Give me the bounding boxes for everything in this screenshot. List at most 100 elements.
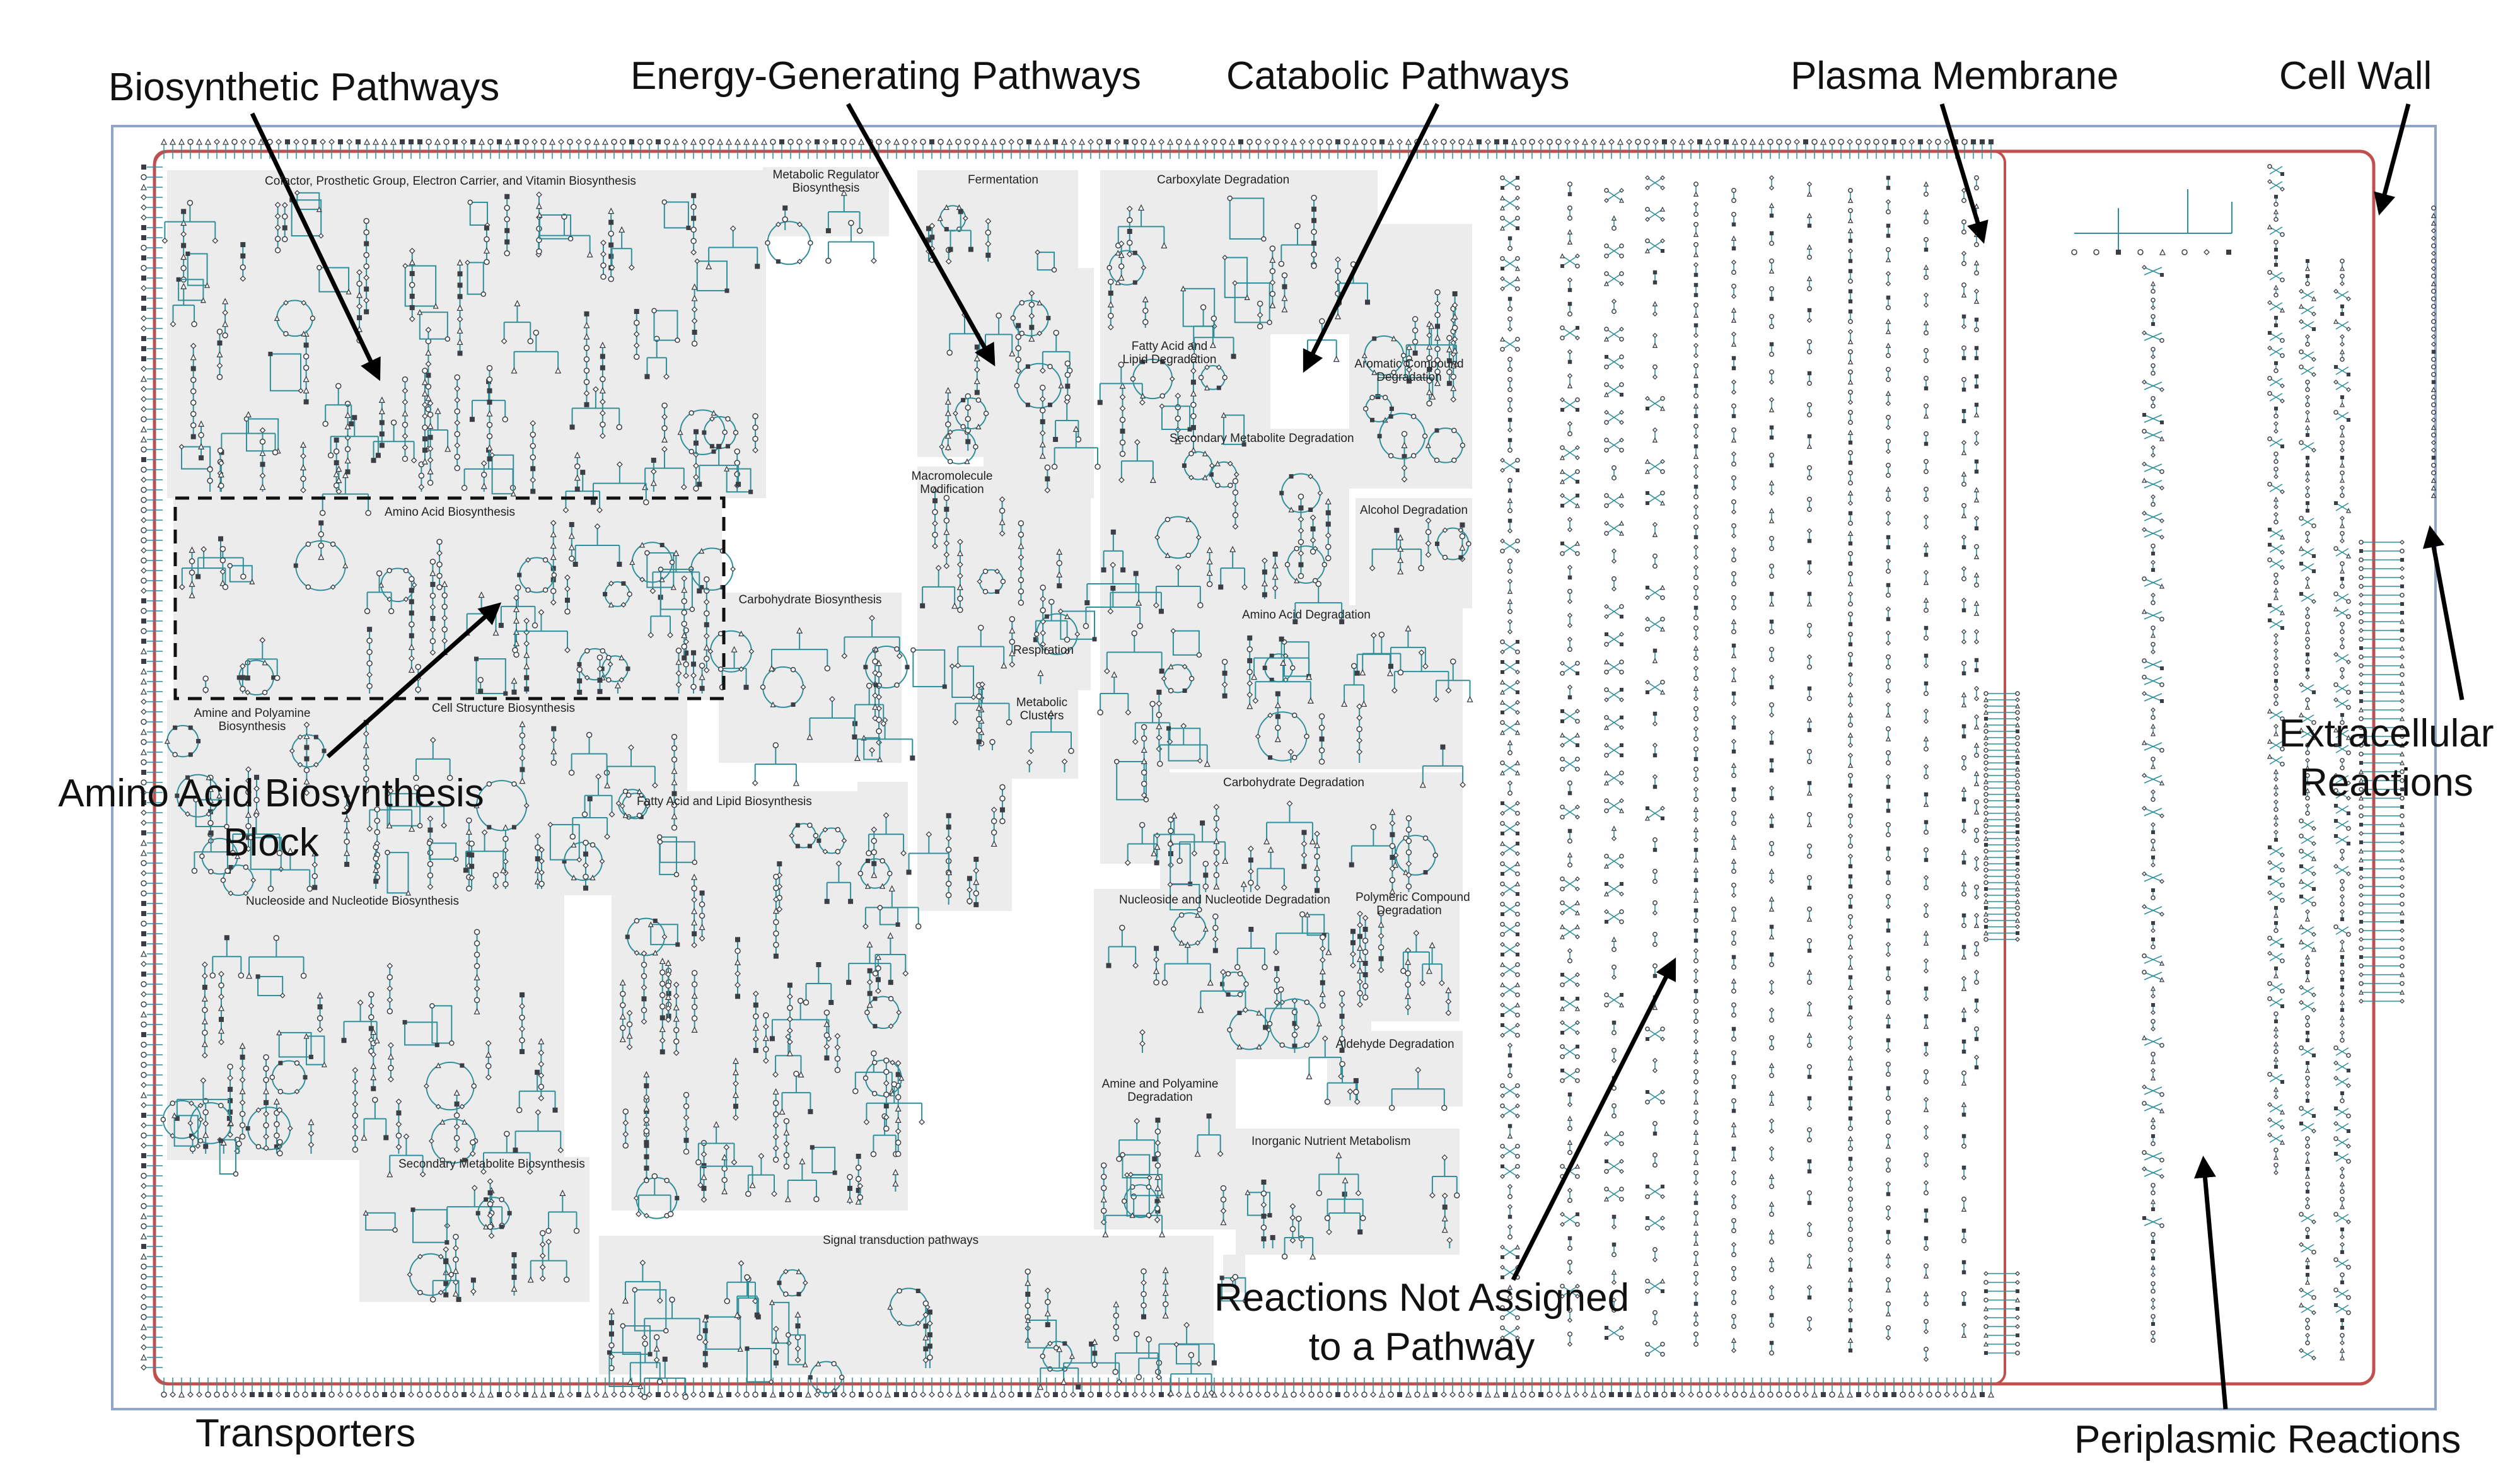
metabolite-node-filled xyxy=(1567,1236,1572,1241)
metabolite-node-triangle xyxy=(218,1004,225,1011)
metabolite-node-filled xyxy=(867,990,873,996)
metabolite-node xyxy=(436,561,443,568)
reaction-cycle xyxy=(865,1059,902,1097)
reaction-cross xyxy=(1606,1133,1622,1144)
metabolite-node-triangle xyxy=(675,658,682,665)
reaction-branch xyxy=(1284,1218,1314,1257)
metabolite-node xyxy=(1141,735,1147,742)
metabolite-node-diamond xyxy=(869,615,875,622)
metabolite-node-diamond xyxy=(730,566,736,572)
metabolite-node-triangle xyxy=(670,584,676,590)
metabolite-node-filled xyxy=(1560,709,1564,713)
metabolite-node-triangle xyxy=(690,138,697,145)
metabolite-node-filled xyxy=(600,365,605,371)
metabolite-node-triangle xyxy=(1274,701,1281,709)
metabolite-node-diamond xyxy=(1507,618,1513,625)
metabolite-node-triangle xyxy=(1263,838,1270,845)
reaction-branch xyxy=(530,1241,567,1280)
metabolite-node-triangle xyxy=(1644,458,1651,464)
metabolite-node-diamond xyxy=(470,1391,476,1398)
metabolite-node xyxy=(1611,576,1617,581)
metabolite-node-diamond xyxy=(673,1391,679,1398)
metabolite-node xyxy=(1220,139,1226,145)
metabolite-node xyxy=(999,795,1006,802)
metabolite-node-filled xyxy=(551,726,557,731)
metabolite-node xyxy=(1311,229,1317,235)
metabolite-node-filled xyxy=(577,662,582,667)
metabolite-node-filled xyxy=(608,1331,614,1337)
metabolite-node-triangle xyxy=(691,873,698,880)
metabolite-node-diamond xyxy=(1507,578,1513,584)
metabolite-node-triangle xyxy=(555,367,562,374)
metabolite-node-filled xyxy=(514,139,520,144)
metabolite-node xyxy=(302,139,308,145)
metabolite-node xyxy=(1507,448,1513,453)
reaction-branch xyxy=(1200,972,1246,1010)
metabolite-node-filled xyxy=(1132,280,1137,285)
metabolite-node-filled xyxy=(511,1263,517,1269)
metabolite-node-diamond xyxy=(409,315,415,322)
metabolite-node-triangle xyxy=(1405,958,1412,965)
metabolite-node-triangle xyxy=(887,1304,893,1310)
pathway-network xyxy=(765,189,877,265)
metabolite-node-triangle xyxy=(944,409,951,416)
metabolite-node xyxy=(1382,395,1388,400)
reaction-cycle xyxy=(1287,545,1325,584)
metabolite-node-filled xyxy=(1503,1392,1508,1397)
metabolite-node-diamond xyxy=(316,1026,323,1033)
metabolite-node-filled xyxy=(469,417,475,422)
metabolite-node xyxy=(1213,815,1220,822)
metabolite-node-triangle xyxy=(1036,299,1043,306)
metabolite-node xyxy=(1442,554,1448,560)
metabolite-node xyxy=(305,541,311,547)
metabolite-node xyxy=(1175,404,1182,410)
metabolite-node-filled xyxy=(1279,636,1284,642)
metabolite-node-triangle xyxy=(1634,1391,1642,1398)
metabolite-node-triangle xyxy=(164,738,170,744)
metabolite-node-triangle xyxy=(1037,670,1044,676)
metabolite-node-triangle xyxy=(1559,924,1565,929)
reaction-branch xyxy=(770,630,828,669)
reaction-cross xyxy=(1562,1214,1578,1225)
metabolite-node xyxy=(1141,139,1147,145)
metabolite-node-triangle xyxy=(1749,138,1756,145)
metabolite-node xyxy=(487,1224,494,1230)
metabolite-node xyxy=(1785,139,1791,145)
metabolite-node-filled xyxy=(503,691,508,696)
metabolite-node-triangle xyxy=(793,779,799,786)
reaction-cross xyxy=(1562,926,1578,938)
metabolite-node xyxy=(683,661,689,668)
metabolite-node xyxy=(1048,598,1055,605)
metabolite-node-diamond xyxy=(461,139,467,145)
metabolite-node-filled xyxy=(572,561,578,567)
metabolite-node-diamond xyxy=(667,632,673,639)
metabolite-node xyxy=(402,376,409,383)
metabolite-node-filled xyxy=(1238,139,1243,144)
metabolite-node-diamond xyxy=(651,782,658,789)
metabolite-node-diamond xyxy=(1044,487,1051,494)
metabolite-node xyxy=(172,752,178,758)
metabolite-node-triangle xyxy=(618,654,625,661)
metabolite-node xyxy=(1362,994,1369,1001)
metabolite-node xyxy=(1547,1391,1553,1398)
metabolite-node xyxy=(282,213,288,220)
metabolite-node-diamond xyxy=(239,1076,246,1083)
metabolite-node-triangle xyxy=(456,258,463,266)
metabolite-node-triangle xyxy=(180,253,187,260)
metabolite-node xyxy=(1652,837,1658,842)
metabolite-node-triangle xyxy=(425,349,432,356)
metabolite-node-diamond xyxy=(1220,1207,1227,1214)
metabolite-node-diamond xyxy=(1425,551,1432,558)
metabolite-node xyxy=(973,139,979,145)
metabolite-node xyxy=(1705,1391,1712,1398)
metabolite-node xyxy=(1185,552,1192,559)
reaction-cross xyxy=(1502,1004,1518,1016)
metabolite-node-diamond xyxy=(1611,1224,1617,1230)
metabolite-node-filled xyxy=(1218,584,1224,590)
metabolite-node-diamond xyxy=(402,444,409,451)
metabolite-node-filled xyxy=(417,139,422,144)
metabolite-node-triangle xyxy=(201,1040,208,1047)
metabolite-node-filled xyxy=(1567,287,1572,293)
metabolite-node-diamond xyxy=(1118,477,1125,484)
metabolite-node xyxy=(1040,607,1046,613)
